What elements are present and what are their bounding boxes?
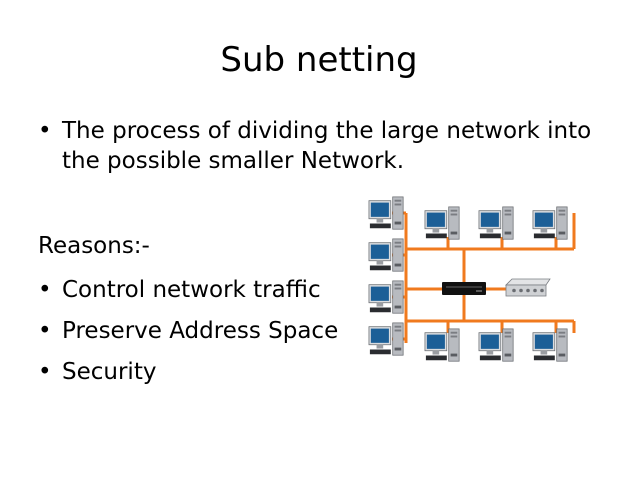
definition-bullet: • The process of dividing the large netw… [38, 116, 598, 176]
computer-icon [368, 322, 404, 356]
bullet-dot: • [38, 118, 52, 144]
switch-icon [442, 282, 486, 295]
definition-text: The process of dividing the large networ… [62, 118, 592, 174]
definition-list: • The process of dividing the large netw… [38, 116, 598, 176]
computer-icon [368, 196, 404, 230]
computer-icon [478, 206, 514, 240]
computer-icon [532, 206, 568, 240]
slide-title: Sub netting [220, 40, 418, 80]
bullet-dot: • [38, 318, 52, 344]
router-icon [505, 278, 551, 297]
bullet-dot: • [38, 277, 52, 303]
computer-icon [478, 328, 514, 362]
reason-item-traffic: • Control network traffic [38, 275, 358, 305]
computer-icon [368, 280, 404, 314]
computer-icon [368, 238, 404, 272]
reason-text: Control network traffic [62, 277, 321, 303]
computer-icon [424, 206, 460, 240]
reasons-heading: Reasons:- [38, 233, 150, 259]
reason-text: Security [62, 359, 157, 385]
network-diagram [368, 196, 576, 362]
bullet-dot: • [38, 359, 52, 385]
reason-item-address-space: • Preserve Address Space [38, 316, 358, 346]
reason-item-security: • Security [38, 357, 358, 387]
computer-icon [532, 328, 568, 362]
computer-icon [424, 328, 460, 362]
reason-text: Preserve Address Space [62, 318, 339, 344]
reasons-list: • Control network traffic • Preserve Add… [38, 275, 358, 398]
